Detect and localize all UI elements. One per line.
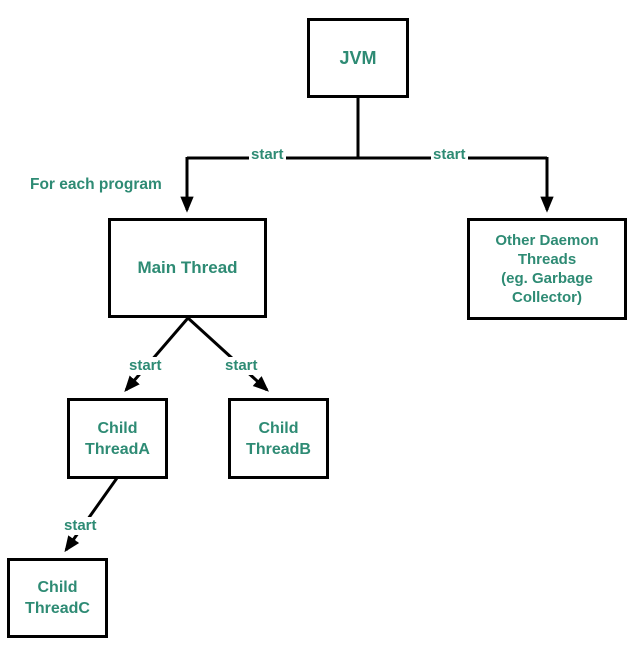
node-child-thread-a: Child ThreadA xyxy=(67,398,168,479)
node-main-thread-label: Main Thread xyxy=(137,258,238,277)
node-jvm-label: JVM xyxy=(339,47,377,68)
node-jvm: JVM xyxy=(307,18,409,98)
edge-label-main-to-child-a: start xyxy=(127,357,164,375)
annotation-for-each-program: For each program xyxy=(30,176,162,193)
edge-label-main-to-child-b: start xyxy=(223,357,260,375)
node-daemon-threads-label: Other Daemon Threads (eg. Garbage Collec… xyxy=(495,232,599,306)
edge-main-to-child-a xyxy=(124,317,190,393)
edge-label-jvm-to-main: start xyxy=(249,146,286,164)
edge-label-child-a-to-child-c: start xyxy=(62,517,99,535)
node-main-thread: Main Thread xyxy=(108,218,267,318)
edge-main-to-child-b xyxy=(186,316,269,392)
node-child-thread-b-label: Child ThreadB xyxy=(246,419,311,458)
node-child-thread-a-label: Child ThreadA xyxy=(85,419,150,458)
edge-child-a-to-child-c xyxy=(64,477,119,553)
node-child-thread-c: Child ThreadC xyxy=(7,558,108,638)
node-child-thread-b: Child ThreadB xyxy=(228,398,329,479)
node-child-thread-c-label: Child ThreadC xyxy=(25,579,90,617)
edge-label-jvm-to-daemon: start xyxy=(431,146,468,164)
node-daemon-threads: Other Daemon Threads (eg. Garbage Collec… xyxy=(467,218,627,320)
